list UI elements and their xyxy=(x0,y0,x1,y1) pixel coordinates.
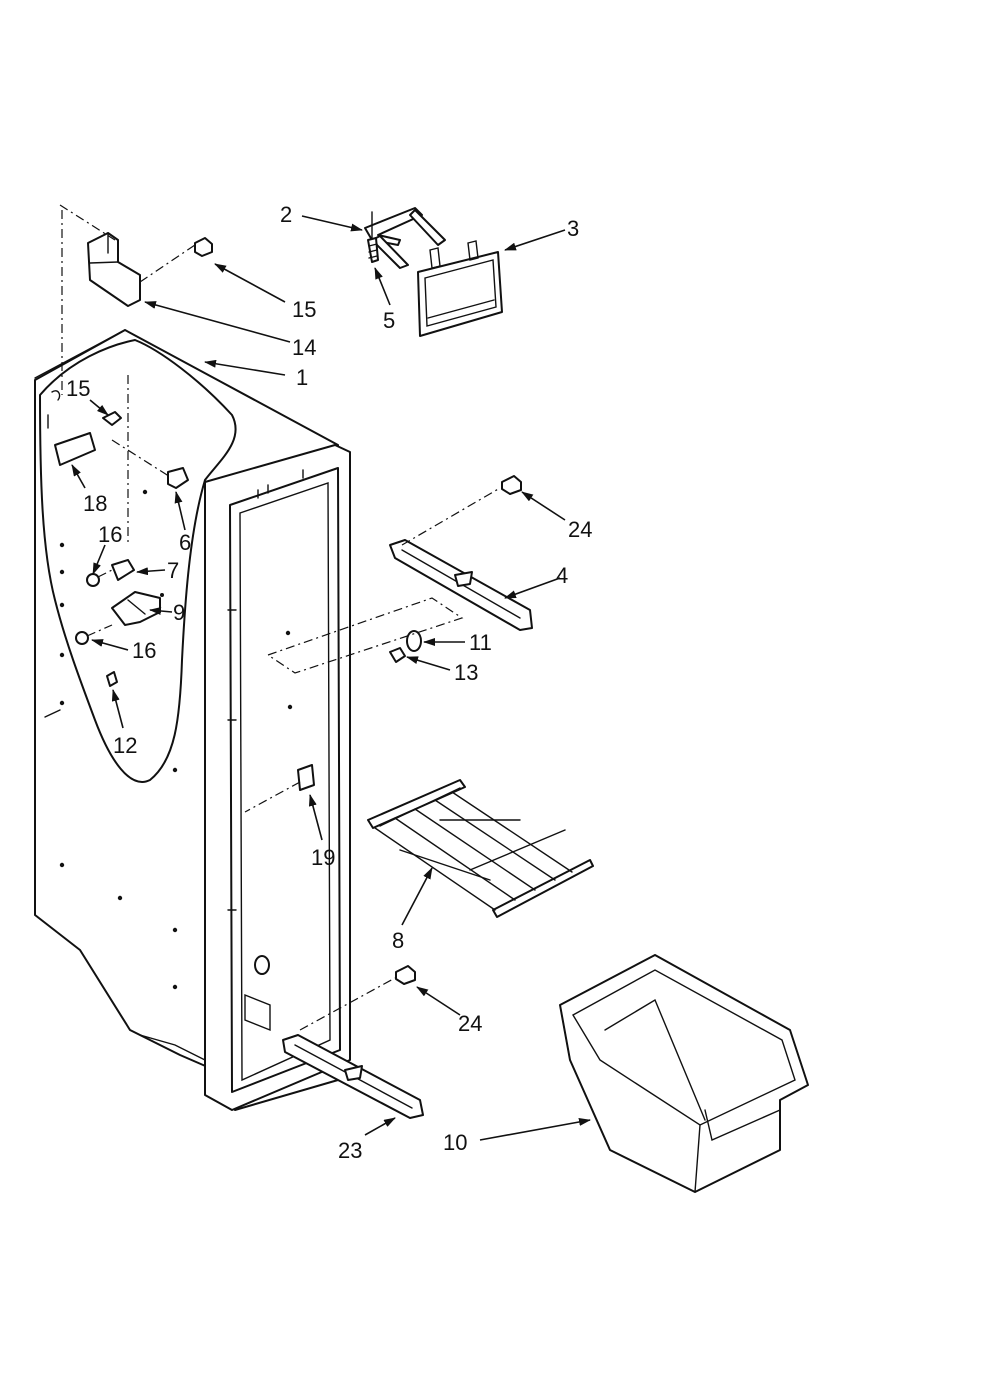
callout-24-upper: 24 xyxy=(568,517,592,542)
callout-11: 11 xyxy=(469,630,492,655)
screw-16-lower-part xyxy=(75,624,113,645)
screw-16-upper-part xyxy=(86,569,113,587)
plate-dashed-outline xyxy=(266,597,464,674)
screw-15-inner-part xyxy=(102,411,122,426)
callout-5: 5 xyxy=(383,308,395,333)
hinge-14-part xyxy=(59,204,196,307)
screw-5-part xyxy=(367,237,379,263)
switch-19-part xyxy=(244,764,315,813)
callout-6: 6 xyxy=(179,530,191,555)
callout-19: 19 xyxy=(311,845,335,870)
callout-7: 7 xyxy=(167,558,179,583)
light-12-part xyxy=(106,671,118,687)
screw-24-upper-part xyxy=(501,475,522,495)
callout-9: 9 xyxy=(173,600,185,625)
callout-labels: 2 3 5 15 14 1 15 18 6 16 7 9 16 12 24 4 … xyxy=(66,202,592,1163)
callout-15-inner: 15 xyxy=(66,376,90,401)
callout-23: 23 xyxy=(338,1138,362,1163)
screw-13-part xyxy=(389,647,406,663)
callout-18: 18 xyxy=(83,491,107,516)
callout-15-top: 15 xyxy=(292,297,316,322)
cover-3-part xyxy=(417,240,503,337)
leader-lines xyxy=(71,215,591,1141)
callout-13: 13 xyxy=(454,660,478,685)
callout-1: 1 xyxy=(296,365,308,390)
ice-bin-10-part xyxy=(559,954,809,1193)
clip-6-part xyxy=(167,467,189,489)
slide-23-part xyxy=(282,977,424,1119)
slide-4-part xyxy=(389,487,533,631)
callout-24-lower: 24 xyxy=(458,1011,482,1036)
thermostat-7-part xyxy=(111,559,135,581)
callout-12: 12 xyxy=(113,733,137,758)
callout-16-upper: 16 xyxy=(98,522,122,547)
shelf-8-part xyxy=(367,779,594,918)
callout-10: 10 xyxy=(443,1130,467,1155)
callout-14: 14 xyxy=(292,335,316,360)
callout-2: 2 xyxy=(280,202,292,227)
callout-4: 4 xyxy=(556,563,568,588)
callout-8: 8 xyxy=(392,928,404,953)
freezer-liner-part xyxy=(34,210,351,1111)
screw-24-lower-part xyxy=(395,965,416,985)
roller-11-part xyxy=(406,630,422,652)
callout-3: 3 xyxy=(567,216,579,241)
callout-16-lower: 16 xyxy=(132,638,156,663)
screw-15-top-part xyxy=(194,237,213,257)
